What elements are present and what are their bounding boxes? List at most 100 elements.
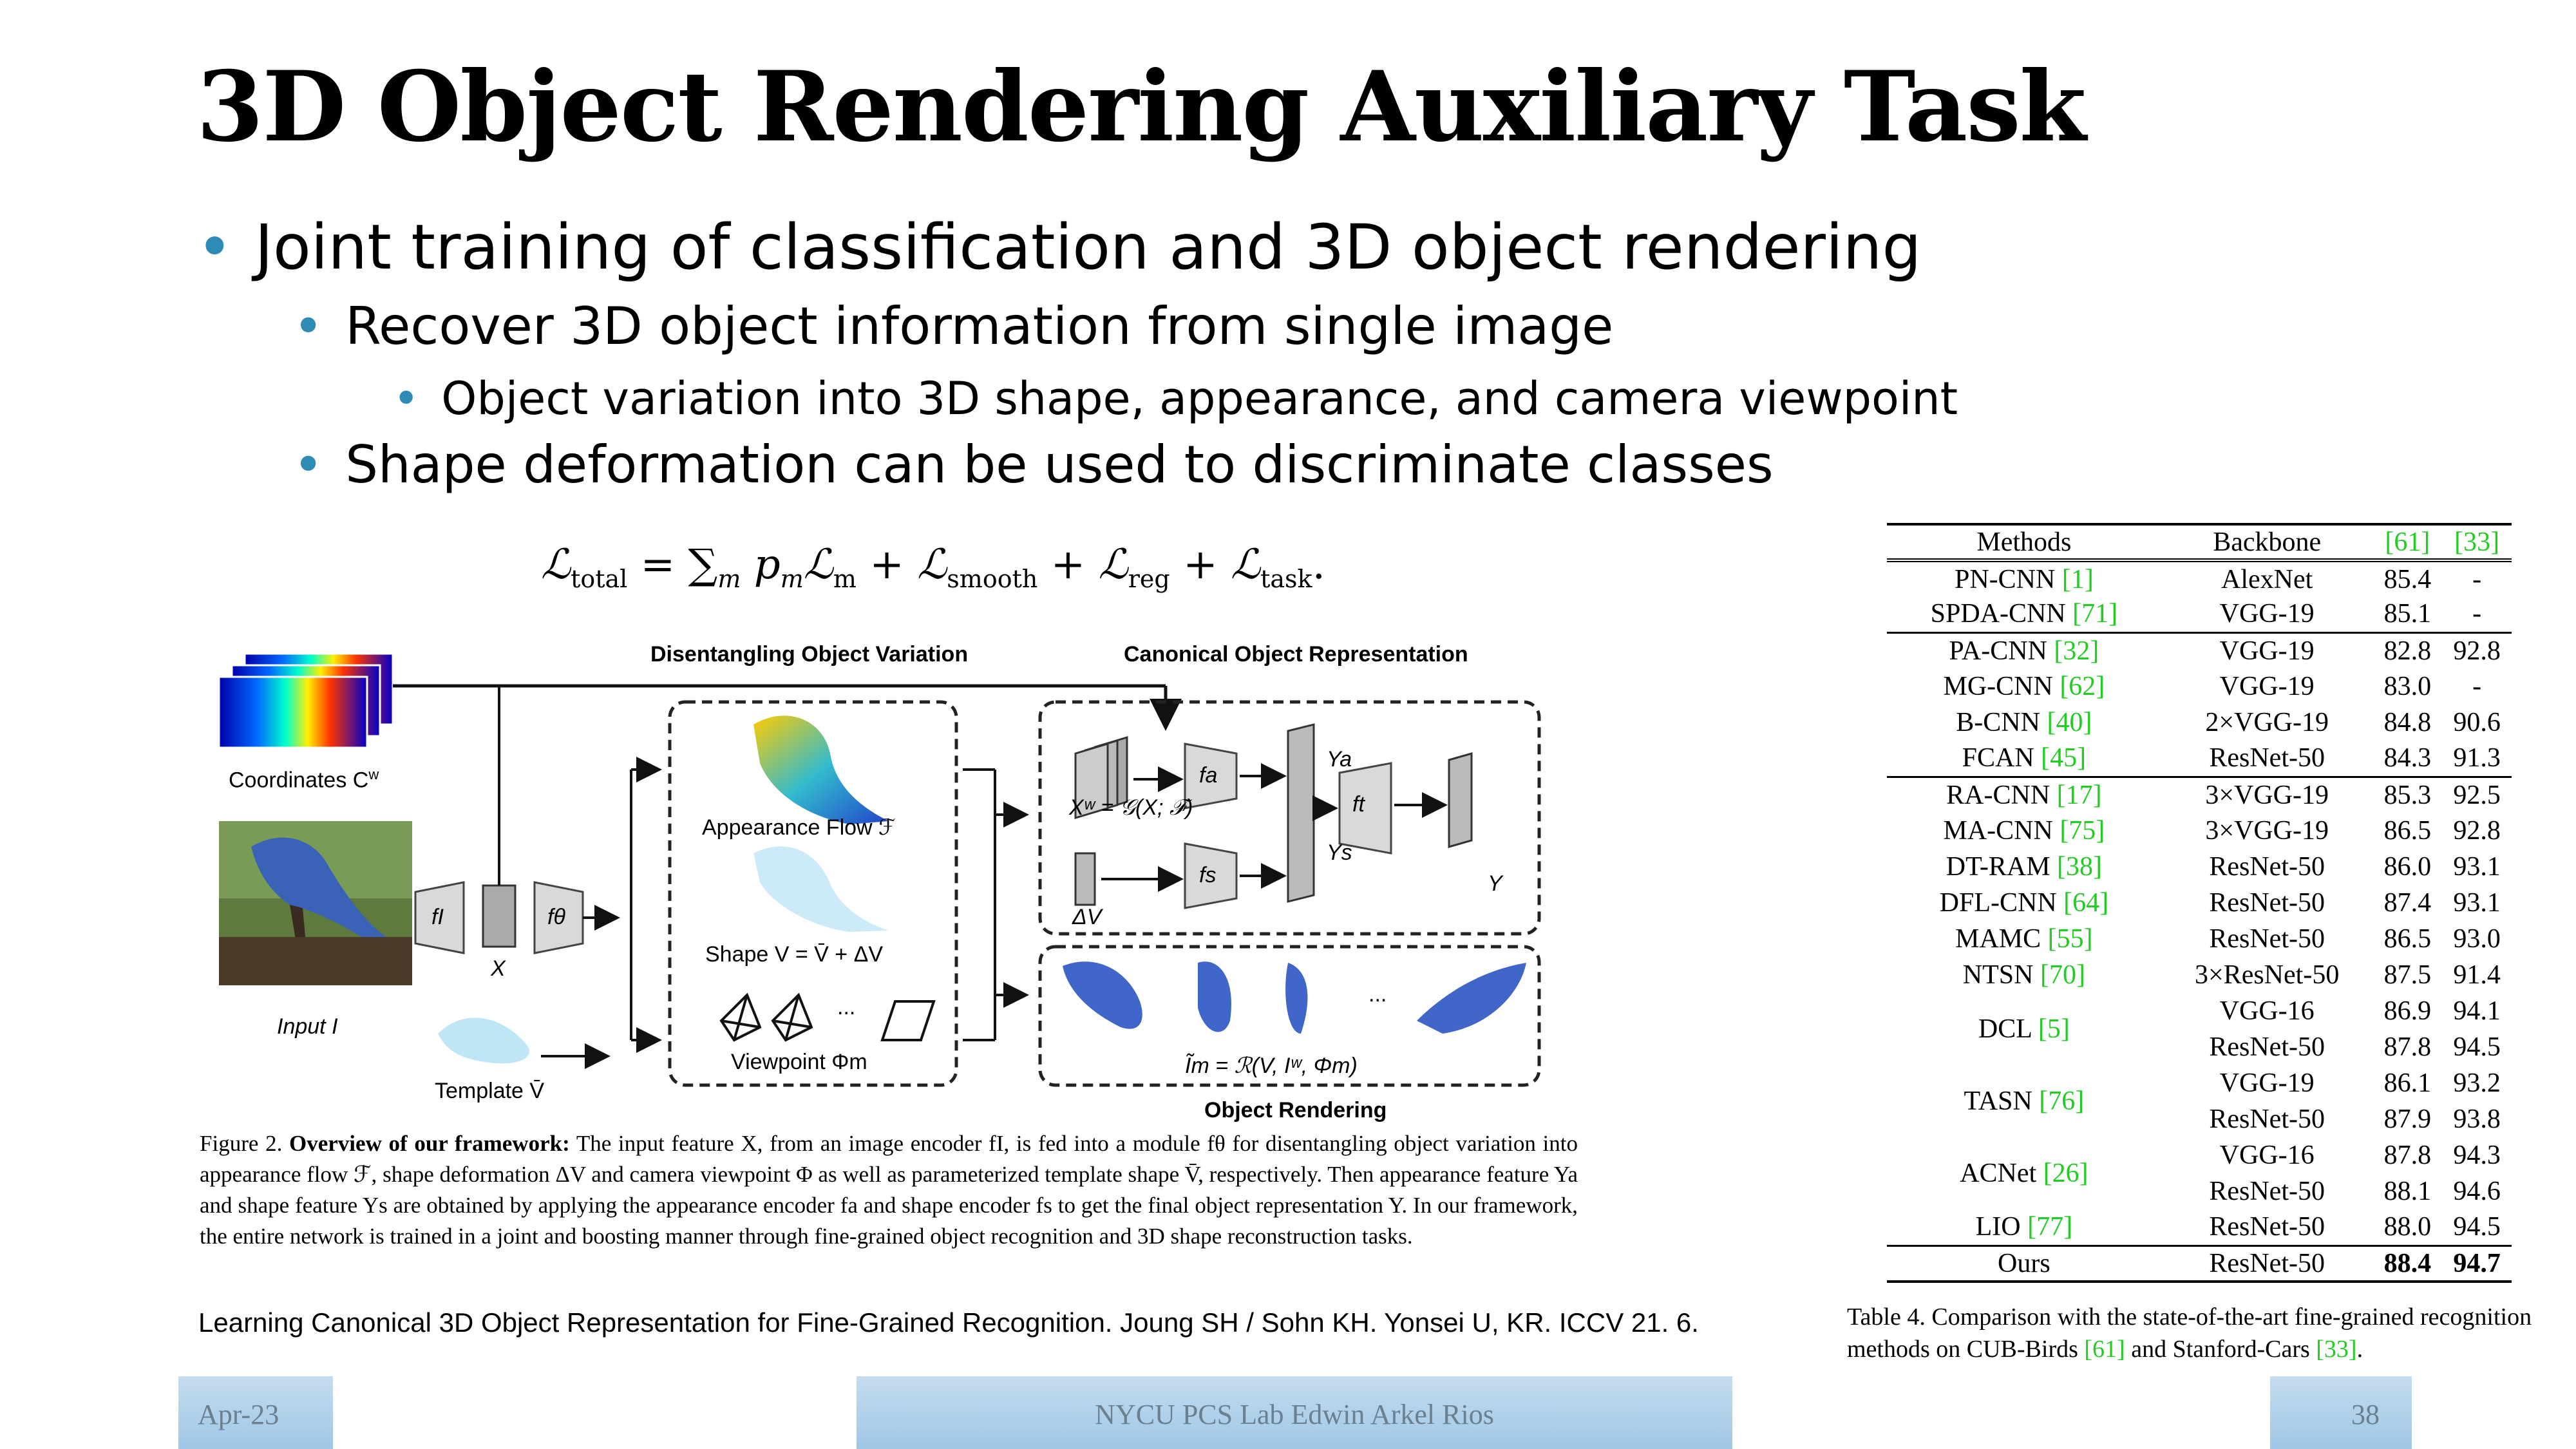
cars-cell: 93.0 bbox=[2453, 924, 2501, 954]
method-cell: MAMC [55] bbox=[1955, 924, 2093, 954]
cars-cell: 91.4 bbox=[2453, 960, 2501, 990]
backbone-cell: ResNet-50 bbox=[2209, 924, 2325, 954]
backbone-cell: ResNet-50 bbox=[2209, 888, 2325, 918]
cub-cell: 87.9 bbox=[2383, 1104, 2432, 1134]
backbone-cell: ResNet-50 bbox=[2209, 1032, 2325, 1062]
backbone-cell: ResNet-50 bbox=[2161, 1244, 2373, 1283]
fs-label: fs bbox=[1199, 863, 1217, 887]
cars-cell: - bbox=[2472, 672, 2482, 701]
cub-cell: 85.4 bbox=[2372, 558, 2443, 596]
heading-disentangle: Disentangling Object Variation bbox=[650, 642, 969, 667]
feature-ya-ys bbox=[1287, 723, 1315, 903]
caption-body: The input feature X, from an image encod… bbox=[200, 1131, 1578, 1249]
cub-cell: 88.4 bbox=[2372, 1244, 2443, 1283]
backbone-cell: ResNet-50 bbox=[2209, 743, 2325, 773]
cub-cell: 84.8 bbox=[2383, 708, 2432, 737]
footer-page-number: 38 bbox=[2270, 1376, 2412, 1449]
method-cell: NTSN [70] bbox=[1962, 960, 2085, 990]
col-cub: [61] bbox=[2372, 523, 2443, 562]
method-cell: B-CNN [40] bbox=[1956, 708, 2092, 737]
backbone-cell: VGG-19 bbox=[2161, 631, 2373, 668]
method-cell: SPDA-CNN [71] bbox=[1930, 599, 2118, 629]
disentangle-box bbox=[668, 700, 958, 1087]
backbone-cell: 3×ResNet-50 bbox=[2195, 960, 2340, 990]
backbone-cell: VGG-19 bbox=[2219, 672, 2315, 701]
bullet-2: •Recover 3D object information from sing… bbox=[293, 296, 1613, 356]
bullet-marker: • bbox=[393, 372, 420, 425]
framework-diagram bbox=[218, 652, 1541, 1087]
cars-cell: 94.7 bbox=[2442, 1244, 2512, 1283]
method-cell: LIO [77] bbox=[1975, 1212, 2073, 1242]
cars-cell: 91.3 bbox=[2453, 743, 2501, 773]
coordinates-label: Coordinates Cw bbox=[229, 766, 379, 793]
appearance-flow-shape bbox=[753, 715, 889, 824]
method-cell: DCL [5] bbox=[1978, 1014, 2070, 1044]
backbone-cell: VGG-19 bbox=[2219, 599, 2315, 629]
canonical-box bbox=[1038, 700, 1541, 936]
bullet-text: Shape deformation can be used to discrim… bbox=[345, 435, 1774, 495]
method-cell: DFL-CNN [64] bbox=[1939, 888, 2109, 918]
backbone-cell: AlexNet bbox=[2161, 558, 2373, 596]
cars-cell: 90.6 bbox=[2453, 708, 2501, 737]
fi-label: fI bbox=[431, 905, 444, 929]
render-label: Object Rendering bbox=[1204, 1098, 1387, 1122]
backbone-cell: 3×VGG-19 bbox=[2205, 816, 2329, 846]
figure-caption: Figure 2. Overview of our framework: The… bbox=[200, 1128, 1578, 1252]
ft-label: ft bbox=[1352, 792, 1365, 817]
backbone-cell: ResNet-50 bbox=[2209, 852, 2325, 882]
cub-cell: 86.9 bbox=[2383, 996, 2432, 1026]
shape-mesh bbox=[753, 846, 889, 932]
render-equation: Ĩm = ℛ(V, Iʷ, Φm) bbox=[1185, 1054, 1358, 1078]
cub-cell: 86.5 bbox=[2383, 924, 2432, 954]
backbone-cell: VGG-16 bbox=[2219, 1141, 2315, 1170]
encoder-fa bbox=[1184, 743, 1238, 810]
appearance-label: Appearance Flow ℱ bbox=[702, 815, 896, 840]
cub-cell: 87.4 bbox=[2383, 888, 2432, 918]
citation: Learning Canonical 3D Object Representat… bbox=[198, 1307, 1699, 1338]
xw-label: Xʷ = 𝒢(X; ℱ) bbox=[1069, 795, 1193, 820]
backbone-cell: VGG-19 bbox=[2219, 1068, 2315, 1098]
bullet-marker: • bbox=[293, 296, 324, 356]
bullet-1: •Joint training of classification and 3D… bbox=[196, 211, 1921, 283]
cars-cell: 93.8 bbox=[2453, 1104, 2501, 1134]
method-cell: Ours bbox=[1887, 1244, 2161, 1283]
cub-cell: 85.1 bbox=[2383, 599, 2432, 629]
x-label: X bbox=[491, 956, 506, 981]
fa-label: fa bbox=[1199, 763, 1218, 788]
shape-label: Shape V = V̄ + ΔV bbox=[705, 942, 884, 967]
feature-dv bbox=[1074, 852, 1096, 906]
method-cell: MA-CNN [75] bbox=[1943, 816, 2105, 846]
cub-cell: 86.5 bbox=[2383, 816, 2432, 846]
cub-cell: 82.8 bbox=[2372, 631, 2443, 668]
template-label: Template V̄ bbox=[435, 1079, 545, 1103]
cars-cell: 92.5 bbox=[2442, 775, 2512, 813]
encoder-fi bbox=[414, 881, 465, 954]
backbone-cell: ResNet-50 bbox=[2209, 1177, 2325, 1206]
cub-cell: 88.0 bbox=[2383, 1212, 2432, 1242]
bullet-marker: • bbox=[196, 211, 233, 283]
cub-cell: 87.5 bbox=[2383, 960, 2432, 990]
heading-canonical: Canonical Object Representation bbox=[1124, 642, 1468, 667]
cub-cell: 86.1 bbox=[2383, 1068, 2432, 1098]
backbone-cell: VGG-16 bbox=[2219, 996, 2315, 1026]
cars-cell: 93.1 bbox=[2453, 852, 2501, 882]
ellipsis-render: ... bbox=[1368, 982, 1387, 1007]
bullet-marker: • bbox=[293, 435, 324, 495]
coordinate-map bbox=[218, 676, 368, 749]
cars-cell: 94.3 bbox=[2453, 1141, 2501, 1170]
col-backbone: Backbone bbox=[2161, 523, 2373, 562]
caption-number: Figure 2. bbox=[200, 1131, 283, 1156]
